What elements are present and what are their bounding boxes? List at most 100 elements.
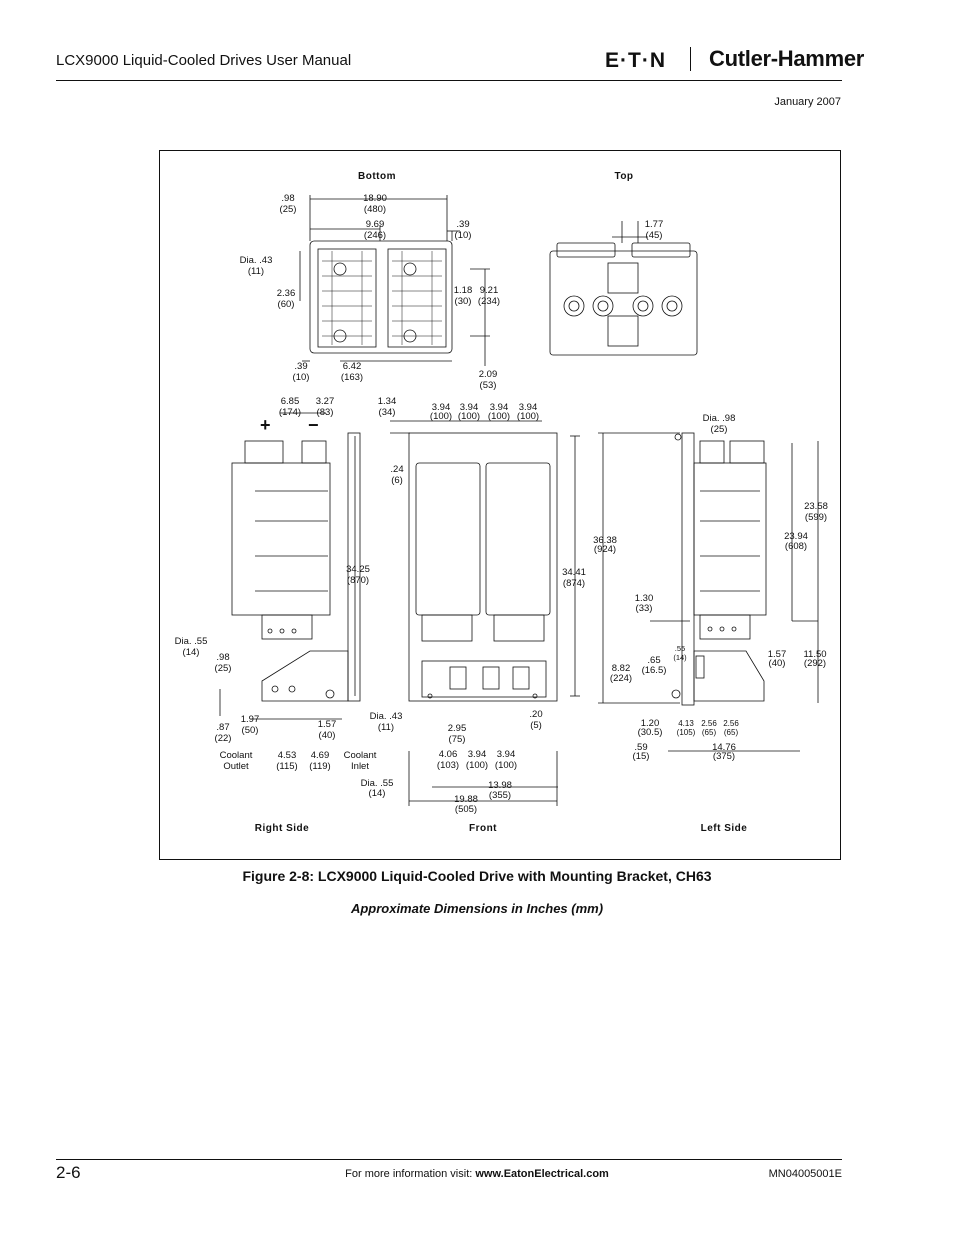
dim-label: .59 [634,742,647,753]
dim-label: 23.58 [804,501,828,512]
view-label-bottom: Bottom [358,171,396,182]
dim-label: (14) [673,653,687,662]
dim-label: 4.69 [311,750,330,761]
bottom-view [299,195,490,366]
dim-label: (30.5) [638,727,663,738]
dimension-drawing: Bottom Top .98 (25) 18.90 (480) 9.69 (24… [175,171,828,834]
dim-label: 1.30 [635,593,654,604]
dim-label: (16.5) [642,665,667,676]
dim-label: 9.69 [366,219,385,230]
dim-label: 4.53 [278,750,297,761]
dim-label: (75) [449,734,466,745]
dim-label: (11) [378,722,394,733]
manual-title: LCX9000 Liquid-Cooled Drives User Manual [56,52,352,69]
document-number: MN04005001E [768,1168,842,1180]
dim-label: .98 [216,652,229,663]
dim-label: 2.09 [479,369,498,380]
dim-label: 3.94 [468,749,487,760]
dim-label: (14) [183,647,200,658]
dim-label: (375) [713,751,735,762]
eaton-logo: E·T·N [605,49,666,72]
dim-label: (234) [478,296,500,307]
dim-label: 14.76 [712,742,736,753]
dim-label: (924) [594,544,616,555]
dim-label: (10) [455,230,472,241]
logo-divider [690,47,691,71]
footer-rule [56,1159,842,1160]
dim-label: (15) [633,751,650,762]
view-label-right-side: Right Side [255,823,309,834]
dim-label: (119) [309,761,330,772]
dim-label: (224) [610,673,632,684]
dim-label: (100) [488,411,510,422]
dim-label: (105) [677,728,696,737]
dim-label: 3.94 [432,402,451,413]
dim-label: .20 [529,709,542,720]
dim-label: (100) [517,411,539,422]
dim-label: .39 [456,219,469,230]
dim-label: .39 [294,361,307,372]
footer-visit-label: For more information visit: [345,1168,473,1180]
dim-label: 3.94 [497,749,516,760]
dim-label: Coolant [344,750,377,761]
dim-label: (100) [458,411,480,422]
footer-url-link[interactable]: www.EatonElectrical.com [475,1168,609,1180]
dim-label: 8.82 [612,663,631,674]
dim-label: (874) [563,578,585,589]
dim-label: 36.38 [593,535,617,546]
dim-label: (30) [455,296,472,307]
dim-label: 19.88 [454,794,478,805]
dim-label: (480) [364,204,386,215]
dim-label: .55 [675,644,685,653]
header-rule [56,80,842,81]
dim-label: (50) [242,725,259,736]
dim-label: Inlet [351,761,369,772]
dim-label: Outlet [223,761,249,772]
dim-label: 1.57 [318,719,337,730]
dim-label: (53) [480,380,497,391]
dim-label: 1.97 [241,714,260,725]
right-side-view [219,412,361,720]
dim-label: (115) [276,761,297,772]
figure-subcaption: Approximate Dimensions in Inches (mm) [350,901,604,916]
dim-label: 11.50 [803,649,826,660]
dim-label: 18.90 [363,193,387,204]
dim-label: (608) [785,541,807,552]
dim-label: .65 [647,655,660,666]
dim-label: (25) [711,424,728,435]
dim-label: (599) [805,512,827,523]
dim-label: (14) [369,788,386,799]
dim-label: (60) [278,299,295,310]
dim-label: 3.27 [316,396,335,407]
page-number: 2-6 [56,1163,81,1182]
dim-label: 2.36 [277,288,296,299]
dim-label: Dia. .43 [370,711,403,722]
dim-label: 23.94 [784,531,808,542]
dim-label: (25) [215,663,232,674]
dim-label: (355) [489,790,511,801]
top-view [549,221,698,356]
dim-label: (100) [466,760,488,771]
view-label-left-side: Left Side [701,823,748,834]
view-label-front: Front [469,823,497,834]
dim-label: Dia. .55 [175,636,208,647]
minus-terminal-icon: − [308,415,319,435]
cutler-hammer-logo: Cutler-Hammer [709,46,865,71]
dim-label: 4.13 [678,719,694,728]
dim-label: 6.85 [281,396,300,407]
dim-label: 1.34 [378,396,397,407]
dim-label: (65) [724,728,739,737]
dim-label: 34.25 [346,564,370,575]
dim-label: 1.77 [645,219,664,230]
dim-label: (83) [317,407,334,418]
dim-label: 2.56 [701,719,717,728]
dim-label: 2.56 [723,719,739,728]
dim-label: (5) [530,720,542,731]
dim-label: 3.94 [519,402,538,413]
figure-frame: Bottom Top .98 (25) 18.90 (480) 9.69 (24… [159,150,841,860]
dim-label: (25) [280,204,297,215]
dim-label: 6.42 [343,361,362,372]
dim-label: 34.41 [562,567,586,578]
dim-label: 3.94 [460,402,479,413]
dim-label: .87 [216,722,229,733]
